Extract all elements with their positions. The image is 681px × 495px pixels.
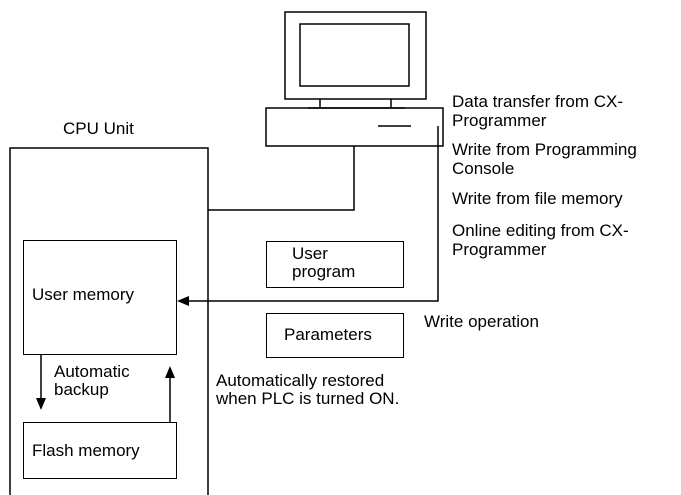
flash-memory-label: Flash memory xyxy=(32,441,140,460)
write-operation-label: Write operation xyxy=(424,312,539,331)
user-memory-label: User memory xyxy=(32,285,135,304)
computer-base-icon xyxy=(265,107,444,147)
parameters-box: Parameters xyxy=(266,313,404,358)
restore-note: Automatically restored when PLC is turne… xyxy=(216,371,400,408)
write-arrowhead xyxy=(177,296,189,306)
computer-cable xyxy=(208,146,355,211)
parameters-label: Parameters xyxy=(284,325,372,344)
automatic-backup-label: Automatic backup xyxy=(54,362,130,399)
user-program-label: User program xyxy=(292,244,356,281)
cpu-unit-title: CPU Unit xyxy=(63,119,134,138)
user-program-box: User program xyxy=(266,241,404,288)
computer-monitor-icon xyxy=(284,11,427,100)
restore-arrowhead xyxy=(165,366,175,378)
flash-memory-box: Flash memory xyxy=(23,422,177,479)
write-source-programming-console: Write from Programming Console xyxy=(452,140,637,178)
computer-screen xyxy=(299,23,410,87)
computer-stand xyxy=(308,99,405,109)
cpu-unit-frame xyxy=(9,147,209,495)
write-source-cx-transfer: Data transfer from CX- Programmer xyxy=(452,92,623,130)
write-source-online-editing: Online editing from CX- Programmer xyxy=(452,221,629,259)
write-line xyxy=(182,126,439,302)
backup-arrowhead xyxy=(36,398,46,410)
user-memory-box: User memory xyxy=(23,240,177,355)
write-source-file-memory: Write from file memory xyxy=(452,189,623,208)
